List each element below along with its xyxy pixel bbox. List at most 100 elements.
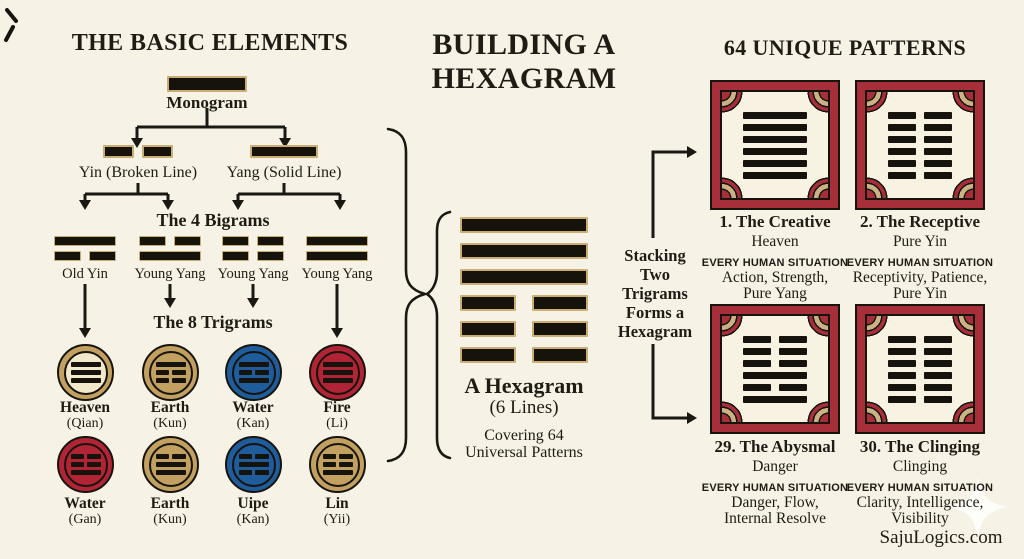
trigram-name: Uipe (237, 495, 269, 512)
card-situation-label: EVERY HUMAN SITUATION (846, 257, 994, 269)
bigram-symbol (54, 236, 116, 261)
trigram-subname: (Kun) (153, 416, 187, 431)
card-title: 1. The Creative (719, 212, 831, 231)
bigram-symbol (139, 236, 201, 261)
corner-ornament-icon (807, 177, 828, 198)
corner-ornament-icon (722, 92, 743, 113)
hexagram-note-line2: Universal Patterns (465, 444, 583, 461)
trigram-subname: (Qian) (66, 416, 104, 431)
trigram-subname: (Li) (326, 416, 348, 431)
card-situation-label: EVERY HUMAN SITUATION (846, 482, 994, 494)
card-situation-label: EVERY HUMAN SITUATION (701, 257, 849, 269)
bigram-symbol (222, 236, 284, 261)
left-section-title: THE BASIC ELEMENTS (71, 30, 349, 56)
bigram-label: Old Yin (62, 266, 108, 282)
corner-ornament-icon (722, 401, 743, 422)
stacking-note: Stacking Two Trigrams Forms a Hexagram (600, 246, 710, 341)
card-hexagram-lines (888, 111, 952, 179)
card-trait: Receptivity, Patience, (852, 269, 988, 286)
right-section-title: 64 UNIQUE PATTERNS (723, 35, 967, 60)
center-title: BUILDING A HEXAGRAM (394, 28, 654, 96)
yang-label: Yang (Solid Line) (226, 164, 342, 181)
card-title: 2. The Receptive (859, 212, 981, 231)
hexagram-card-clinging (855, 304, 985, 434)
card-description-creative: 1. The Creative Heaven EVERY HUMAN SITUA… (695, 212, 855, 302)
corner-ornament-icon (952, 92, 973, 113)
trigram-name: Earth (150, 495, 190, 512)
card-trait: Action, Strength, (721, 269, 829, 286)
bigrams-title: The 4 Bigrams (156, 210, 270, 230)
stacking-line: Stacking (624, 246, 686, 265)
corner-ornament-icon (952, 401, 973, 422)
card-description-clinging: 30. The Clinging Clinging EVERY HUMAN SI… (840, 437, 1000, 527)
corner-ornament-icon (867, 401, 888, 422)
monogram-symbol (167, 76, 247, 92)
trigram-subname: (Kun) (153, 512, 187, 527)
trigram-circle-fire (309, 344, 366, 401)
center-title-line2: HEXAGRAM (431, 62, 617, 95)
hexagram-note-line1: Covering 64 (484, 427, 564, 444)
card-trait: Danger, Flow, (731, 494, 819, 511)
card-title: 29. The Abysmal (714, 437, 836, 456)
trigram-name: Heaven (60, 399, 110, 416)
bigram-label: Young Yang (301, 266, 373, 282)
trigram-name: Lin (325, 495, 349, 512)
yin-label: Yin (Broken Line) (78, 164, 198, 181)
card-trait: Internal Resolve (723, 510, 826, 527)
trigram-circle-earth2 (142, 436, 199, 493)
trigram-circle-water2 (57, 436, 114, 493)
trigram-subname: (Kan) (236, 416, 270, 431)
trigram-circle-heaven (57, 344, 114, 401)
monogram-label: Monogram (166, 93, 248, 112)
card-trait: Pure Yin (892, 285, 948, 302)
hexagram-caption: A Hexagram (464, 373, 584, 398)
hexagram-card-receptive (855, 80, 985, 210)
card-description-receptive: 2. The Receptive Pure Yin EVERY HUMAN SI… (840, 212, 1000, 302)
card-subtitle: Clinging (892, 458, 948, 475)
corner-ornament-icon (722, 316, 743, 337)
stacking-line: Forms a (625, 303, 685, 322)
card-subtitle: Pure Yin (892, 233, 948, 250)
corner-ornament-icon (867, 316, 888, 337)
yang-symbol (250, 145, 318, 158)
trigram-subname: (Gan) (68, 512, 102, 527)
trigram-circle-lin (309, 436, 366, 493)
center-title-line1: BUILDING A (432, 28, 616, 61)
corner-ornament-icon (867, 92, 888, 113)
card-trait: Clarity, Intelligence, (856, 494, 984, 511)
trigram-name: Water (64, 495, 106, 512)
card-title: 30. The Clinging (859, 437, 981, 456)
card-hexagram-lines (743, 335, 807, 403)
card-hexagram-lines (743, 111, 807, 179)
card-subtitle: Danger (752, 458, 798, 475)
trigram-subname: (Kan) (236, 512, 270, 527)
trigram-name: Water (232, 399, 274, 416)
corner-ornament-icon (952, 177, 973, 198)
corner-ornament-icon (807, 316, 828, 337)
stacking-line: Hexagram (617, 322, 693, 341)
trigram-name: Earth (150, 399, 190, 416)
stacking-line: Trigrams (622, 284, 688, 303)
hexagram-caption-sub: (6 Lines) (489, 397, 559, 418)
corner-ornament-icon (867, 177, 888, 198)
bigram-label: Young Yang (217, 266, 289, 282)
trigrams-title: The 8 Trigrams (153, 312, 273, 332)
card-trait: Pure Yang (743, 285, 807, 302)
card-subtitle: Heaven (751, 233, 799, 250)
hexagram-symbol (460, 217, 588, 363)
stacking-line: Two (640, 265, 670, 284)
trigram-circle-uipe (225, 436, 282, 493)
trigram-name: Fire (323, 399, 351, 416)
yin-symbol (103, 145, 173, 158)
corner-ornament-icon (952, 316, 973, 337)
hexagram-card-abysmal (710, 304, 840, 434)
trigram-circle-water (225, 344, 282, 401)
card-situation-label: EVERY HUMAN SITUATION (701, 482, 849, 494)
bigram-symbol (306, 236, 368, 261)
trigram-subname: (Yii) (323, 512, 351, 527)
corner-ornament-icon (722, 177, 743, 198)
corner-ornament-icon (807, 92, 828, 113)
bigram-label: Young Yang (134, 266, 206, 282)
card-trait: Visibility (891, 510, 949, 527)
trigram-circle-earth (142, 344, 199, 401)
